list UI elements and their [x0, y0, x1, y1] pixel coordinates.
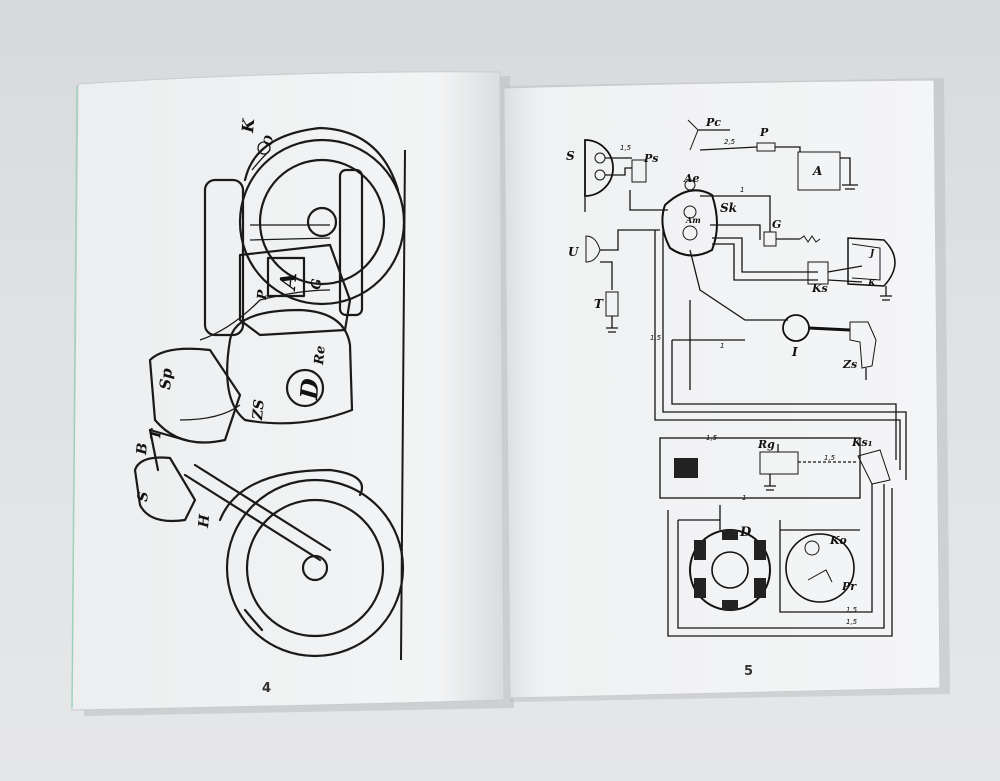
wire-size-label: 1,5	[824, 454, 836, 462]
label-J: J	[868, 249, 875, 259]
left-page: K O A P G Sp B T S ZS D Re H 4	[71, 71, 505, 711]
label-Pr: Pr	[841, 580, 857, 593]
label-Ks1: Ks₁	[851, 436, 873, 449]
right-page: S Pc P Ps Ae A Sk Am G U T Ks J K I Zs R…	[503, 79, 941, 699]
label-O: O	[261, 134, 276, 146]
label-T-switch: T	[594, 297, 604, 311]
label-Am: Am	[685, 215, 701, 225]
label-Ks: Ks	[811, 282, 828, 295]
label-A: A	[275, 271, 303, 292]
label-U-horn: U	[568, 245, 580, 259]
label-B: B	[134, 442, 151, 456]
label-T: T	[148, 427, 165, 440]
label-A-battery: A	[812, 164, 822, 178]
wire-size-label: 1	[742, 494, 746, 502]
wire-size-label: 1,5	[650, 334, 662, 342]
label-P-fuse: P	[759, 126, 769, 139]
label-G: G	[309, 278, 325, 290]
label-H: H	[196, 513, 213, 529]
label-Sk: Sk	[720, 201, 737, 215]
wire-size-label: 1,5	[620, 144, 632, 152]
label-D: D	[294, 377, 325, 401]
left-page-number: 4	[262, 681, 271, 696]
wire-size-label: 1,5	[846, 618, 858, 626]
label-Rg: Rg	[757, 438, 775, 451]
label-Ko: Ko	[829, 534, 847, 547]
label-D-dynamo: D	[739, 525, 752, 540]
label-P: P	[255, 288, 271, 301]
wiring-diagram	[584, 119, 907, 637]
motorcycle-drawing	[133, 126, 406, 658]
label-Ps: Ps	[643, 152, 658, 165]
label-K: K	[238, 117, 258, 135]
wire-size-label: 1	[720, 342, 724, 350]
label-K-rear: K	[867, 279, 877, 289]
wire-size-label: 1,5	[706, 434, 718, 442]
label-Re: Re	[312, 345, 329, 366]
label-I-coil: I	[791, 345, 798, 359]
label-Ae: Ae	[683, 172, 700, 185]
wire-size-label: 2,5	[724, 138, 736, 146]
wire-size-label: 1	[740, 186, 744, 194]
label-Zs-plug: Zs	[842, 358, 857, 371]
right-page-number: 5	[744, 664, 753, 679]
label-S-headlight: S	[566, 149, 575, 163]
label-G-regulator: G	[772, 218, 781, 231]
label-Sp: Sp	[156, 367, 176, 390]
wire-size-label: 1,5	[846, 606, 858, 614]
label-S: S	[135, 491, 152, 502]
label-Pc: Pc	[705, 116, 721, 129]
label-Zs: ZS	[250, 399, 268, 422]
